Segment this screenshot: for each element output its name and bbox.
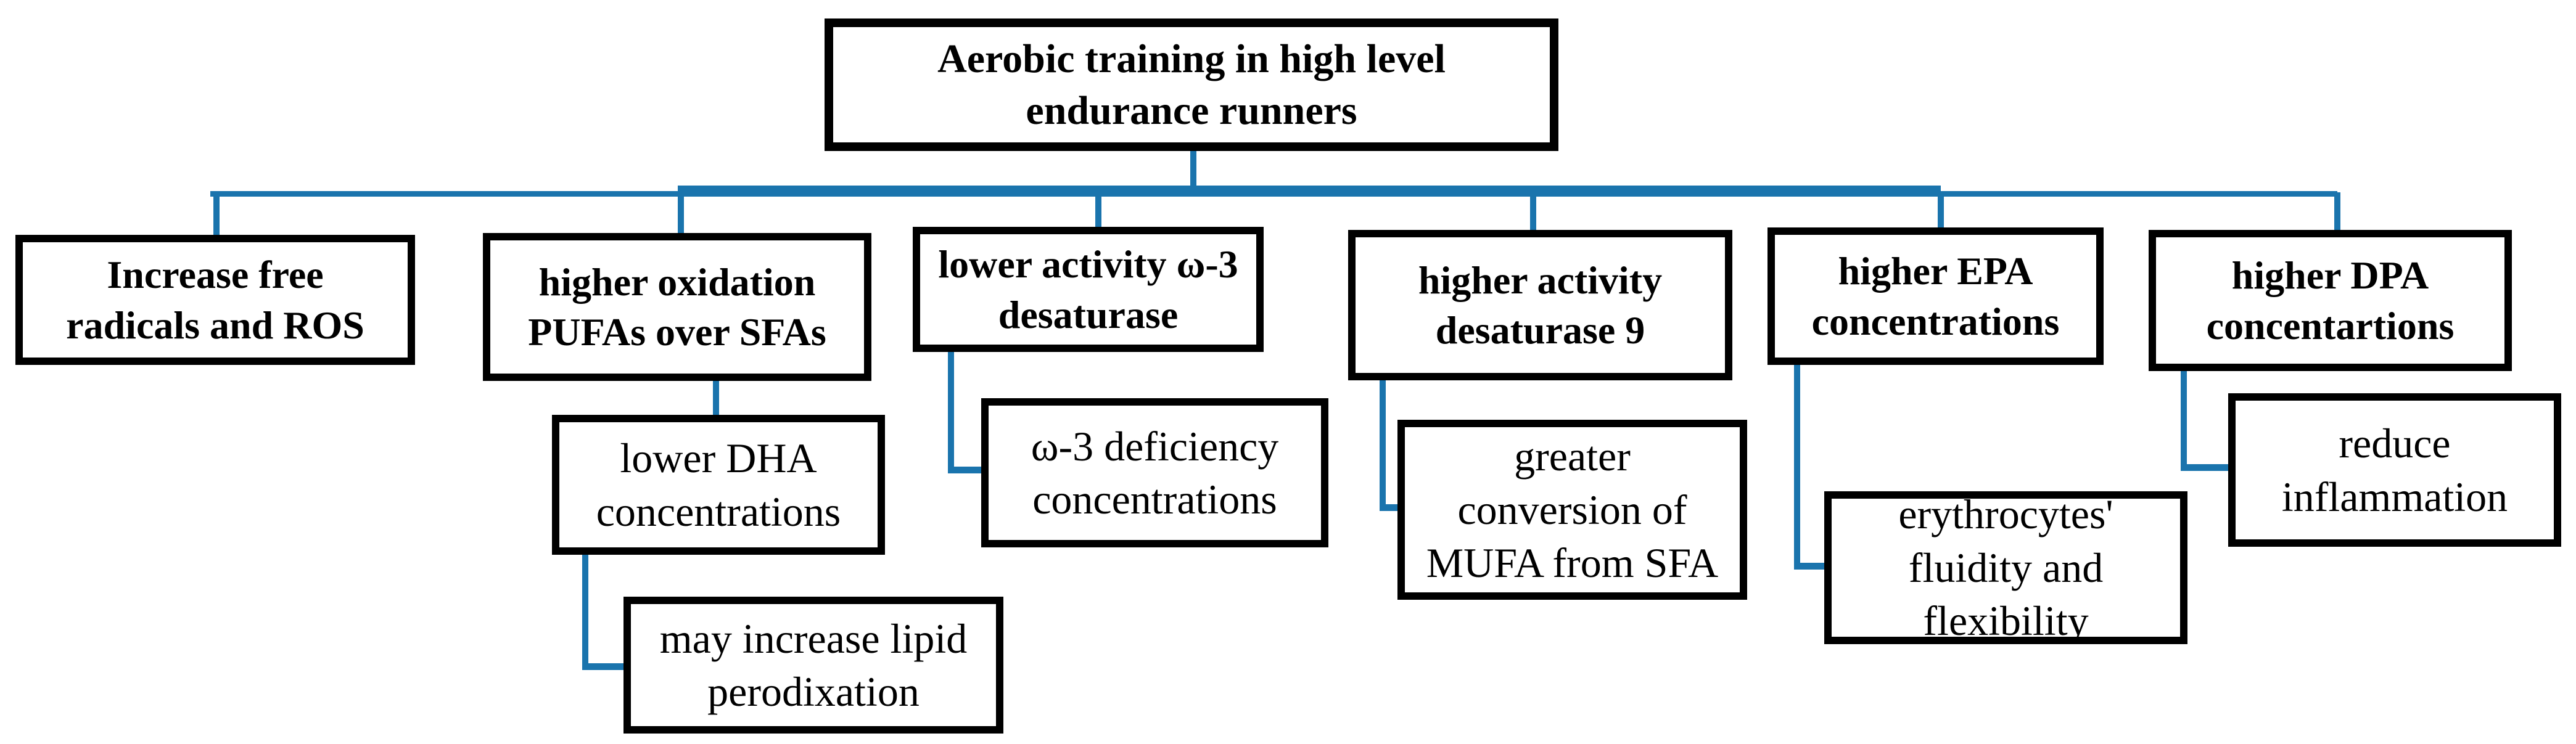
node-omega3-deficiency-concentrations: ω-3 deficiency concentrations (981, 398, 1328, 547)
node-higher-oxidation-pufas: higher oxidation PUFAs over SFAs (483, 233, 871, 381)
connector-drop-lower-activity (1095, 192, 1101, 229)
node-higher-dpa-concentrations: higher DPA concentartions (2149, 230, 2512, 371)
node-erythrocytes-fluidity-flexibility: erythrocytes' fluidity and flexibility (1824, 491, 2187, 644)
node-label-higher-activity-desaturase9: higher activity desaturase 9 (1418, 258, 1663, 352)
node-lower-dha-concentrations: lower DHA concentrations (552, 415, 885, 555)
node-label-higher-epa-concentrations: higher EPA concentrations (1811, 249, 2060, 343)
connector-to-omega-elbow (948, 467, 985, 473)
node-label-aerobic-training: Aerobic training in high level endurance… (937, 36, 1446, 133)
node-label-higher-dpa-concentrations: higher DPA concentartions (2206, 253, 2455, 348)
node-aerobic-training: Aerobic training in high level endurance… (825, 18, 1558, 151)
connector-to-reduce-elbow (2181, 464, 2232, 471)
connector-to-omega-vertical (948, 349, 954, 473)
node-may-increase-lipid-peroxidation: may increase lipid perodixation (623, 597, 1003, 734)
node-reduce-inflammation: reduce inflammation (2228, 393, 2561, 547)
connector-drop-free-radicals (213, 192, 220, 238)
node-label-reduce-inflammation: reduce inflammation (2281, 420, 2508, 520)
connector-to-greater-vertical (1380, 377, 1386, 511)
connector-drop-higher-activity (1530, 192, 1536, 232)
node-higher-activity-desaturase9: higher activity desaturase 9 (1348, 230, 1732, 380)
connector-drop-higher-dpa (2334, 192, 2340, 232)
connector-dha-to-lipid-elbow (582, 663, 627, 670)
connector-trunk-horizontal-thick (678, 186, 1941, 197)
node-free-radicals-ros: Increase free radicals and ROS (15, 235, 415, 365)
connector-to-reduce-vertical (2181, 369, 2187, 471)
node-label-higher-oxidation-pufas: higher oxidation PUFAs over SFAs (528, 260, 826, 354)
node-label-erythrocytes-fluidity-flexibility: erythrocytes' fluidity and flexibility (1898, 491, 2113, 645)
connector-to-erythrocytes-elbow (1794, 563, 1828, 570)
node-higher-epa-concentrations: higher EPA concentrations (1767, 227, 2104, 365)
connector-oxidation-to-dha (713, 377, 719, 418)
node-lower-activity-omega3-desaturase: lower activity ω-3 desaturase (913, 227, 1264, 352)
connector-to-greater-elbow (1380, 504, 1401, 511)
node-label-lower-dha-concentrations: lower DHA concentrations (596, 435, 841, 535)
node-label-may-increase-lipid-peroxidation: may increase lipid perodixation (659, 615, 968, 715)
connector-drop-higher-epa (1938, 192, 1944, 230)
connector-drop-oxidation (678, 192, 684, 235)
node-label-free-radicals-ros: Increase free radicals and ROS (66, 253, 364, 347)
node-label-lower-activity-omega3-desaturase: lower activity ω-3 desaturase (938, 242, 1238, 337)
connector-to-erythrocytes-vertical (1794, 362, 1800, 570)
node-greater-conversion-mufa-sfa: greater conversion of MUFA from SFA (1397, 420, 1747, 600)
connector-root-drop (1190, 150, 1196, 194)
node-label-omega3-deficiency-concentrations: ω-3 deficiency concentrations (1031, 422, 1279, 523)
connector-dha-to-lipid-vertical (582, 552, 588, 670)
node-label-greater-conversion-mufa-sfa: greater conversion of MUFA from SFA (1426, 433, 1719, 587)
